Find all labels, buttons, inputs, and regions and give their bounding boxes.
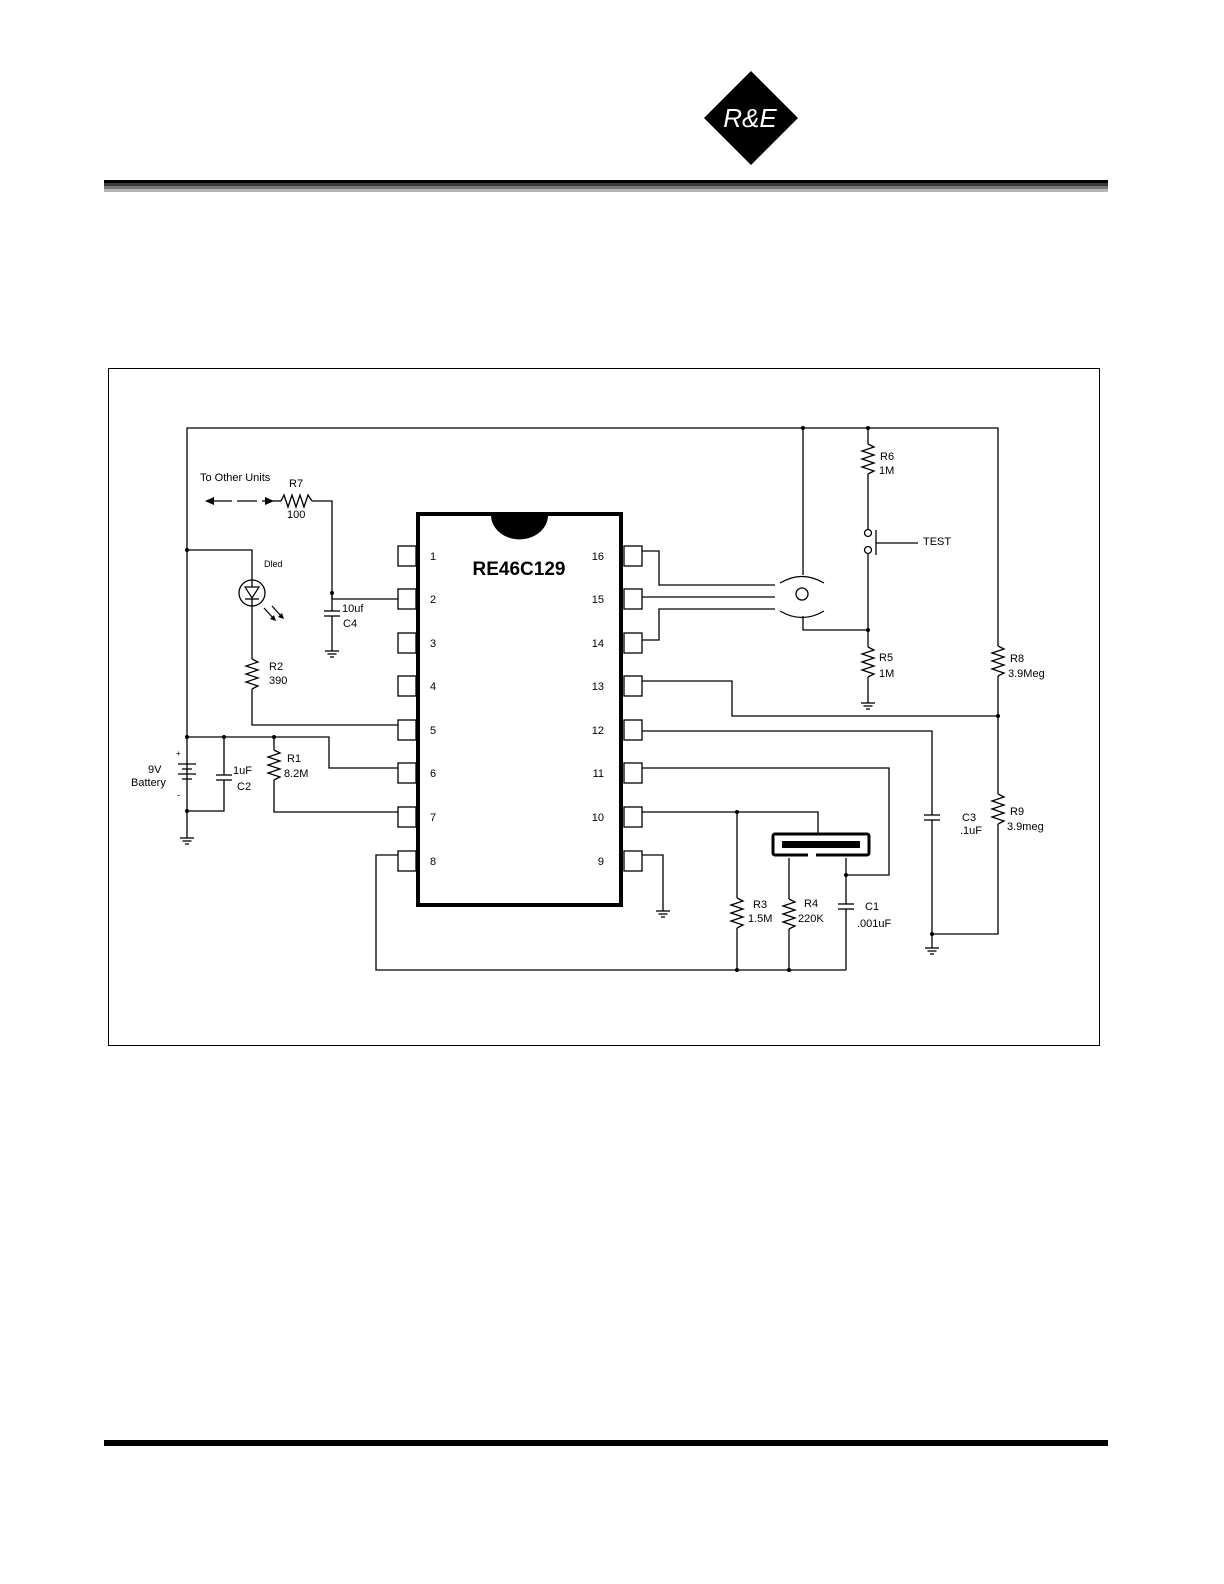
label-r3-value: 1.5M [748, 913, 772, 925]
label-r8-value: 3.9Meg [1008, 668, 1045, 680]
pin-label-3: 3 [430, 638, 436, 650]
label-r4: R4 [804, 898, 818, 910]
ground-symbol [180, 837, 194, 845]
ground-symbol [656, 910, 670, 918]
ic-re46c129: RE46C129 [416, 512, 623, 907]
pin-label-2: 2 [430, 594, 436, 606]
top-rail [186, 427, 999, 838]
pin-label-12: 12 [592, 725, 604, 737]
pin-14 [623, 632, 643, 654]
resistor-r8 [989, 645, 1007, 677]
label-r6-value: 1M [879, 465, 894, 477]
pin-label-7: 7 [430, 812, 436, 824]
label-c1-value: .001uF [857, 918, 892, 930]
pin-label-10: 10 [592, 812, 604, 824]
pin-label-4: 4 [430, 681, 436, 693]
pin-label-9: 9 [598, 856, 604, 868]
label-r9-value: 3.9meg [1007, 821, 1044, 833]
pin-8 [397, 850, 417, 872]
resistor-r5 [859, 646, 877, 678]
pin-6 [397, 762, 417, 784]
label-c2-value: 1uF [233, 765, 252, 777]
label-r9: R9 [1010, 806, 1024, 818]
schematic-border [108, 368, 1100, 1046]
resistor-r1 [265, 749, 283, 781]
pin-15 [623, 588, 643, 610]
pin-label-8: 8 [430, 856, 436, 868]
label-battery-minus: - [177, 790, 180, 800]
label-to-other-units: To Other Units [200, 472, 271, 484]
label-dled: Dled [264, 559, 283, 569]
resistor-r3 [728, 897, 746, 929]
re-logo: R&E [704, 71, 798, 165]
pin-label-16: 16 [592, 551, 604, 563]
test-button [863, 528, 918, 555]
pin-label-13: 13 [592, 681, 604, 693]
pin-16 [623, 545, 643, 567]
pin-label-1: 1 [430, 551, 436, 563]
ground-symbol [325, 650, 339, 658]
label-battery: Battery [131, 777, 166, 789]
label-battery-plus: + [176, 749, 181, 758]
ionization-chamber [779, 575, 825, 619]
logo-diamond [704, 71, 798, 165]
label-test: TEST [923, 536, 951, 548]
pin-label-11: 11 [593, 768, 604, 780]
arrow-left-icon [205, 497, 214, 505]
resistor-r9 [989, 793, 1007, 825]
label-r7: R7 [289, 478, 303, 490]
resistor-r7 [280, 492, 313, 510]
pin-13 [623, 675, 643, 697]
pin-label-14: 14 [592, 638, 604, 650]
pin-7 [397, 806, 417, 828]
piezo-horn [771, 832, 871, 858]
header-rule [104, 180, 1108, 192]
battery-9v [178, 763, 196, 780]
label-r7-value: 100 [287, 509, 305, 521]
label-r1: R1 [287, 753, 301, 765]
pin-10 [623, 806, 643, 828]
pin-11 [623, 762, 643, 784]
label-c2: C2 [237, 781, 251, 793]
pin-2 [397, 588, 417, 610]
resistor-r6 [859, 443, 877, 475]
logo-text: R&E [723, 103, 777, 133]
pin-5 [397, 719, 417, 741]
label-r1-value: 8.2M [284, 768, 308, 780]
footer-rule [104, 1440, 1108, 1446]
label-c1: C1 [865, 901, 879, 913]
label-r8: R8 [1010, 653, 1024, 665]
pin-label-15: 15 [592, 594, 604, 606]
resistor-r4 [780, 898, 798, 930]
pin-9 [623, 850, 643, 872]
pin-3 [397, 632, 417, 654]
label-c4-value: 10uf [342, 603, 364, 615]
pin-label-6: 6 [430, 768, 436, 780]
ground-symbol [861, 702, 875, 710]
pin-12 [623, 719, 643, 741]
resistor-r2 [243, 658, 261, 690]
label-c4: C4 [343, 618, 357, 630]
pin-4 [397, 675, 417, 697]
label-r5: R5 [879, 652, 893, 664]
label-r2: R2 [269, 661, 283, 673]
label-r4-value: 220K [798, 913, 824, 925]
pin-1 [397, 545, 417, 567]
label-r6: R6 [880, 451, 894, 463]
label-battery-voltage: 9V [148, 764, 162, 776]
ground-symbol [925, 947, 939, 955]
label-r2-value: 390 [269, 675, 287, 687]
label-r3: R3 [753, 899, 767, 911]
led-dled [238, 579, 284, 621]
label-r5-value: 1M [879, 668, 894, 680]
chip-name: RE46C129 [473, 559, 566, 580]
label-c3-value: .1uF [960, 825, 982, 837]
label-c3: C3 [962, 812, 976, 824]
pin-label-5: 5 [430, 725, 436, 737]
